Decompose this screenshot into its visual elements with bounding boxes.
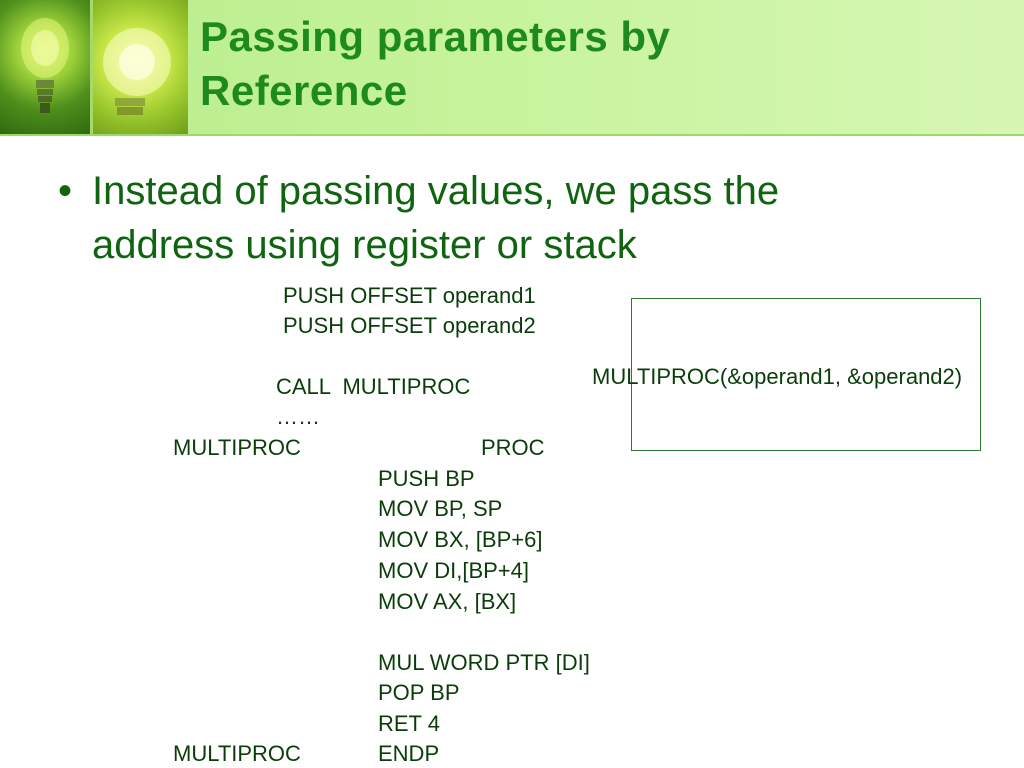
- code-ellipsis: ……: [276, 404, 320, 429]
- lightbulb-image-left: [0, 0, 90, 134]
- code-instruction: MOV BX, [BP+6]: [378, 527, 543, 552]
- slide-header: Passing parameters by Reference: [0, 0, 1024, 136]
- lightbulb-icon: [21, 18, 69, 113]
- glowing-bulb-icon: [103, 28, 171, 115]
- code-endp-name: MULTIPROC: [173, 741, 301, 766]
- code-call: CALL MULTIPROC: [276, 374, 471, 399]
- code-proc-name: MULTIPROC: [173, 435, 301, 460]
- code-instruction: PUSH BP: [378, 466, 475, 491]
- title-line-1: Passing parameters by: [200, 13, 671, 60]
- call-example-label: MULTIPROC(&operand1, &operand2): [592, 364, 963, 389]
- code-instruction: MOV DI,[BP+4]: [378, 558, 529, 583]
- code-instruction: MOV AX, [BX]: [378, 589, 517, 614]
- call-example-box: [631, 298, 981, 451]
- page-title: Passing parameters by Reference: [200, 10, 1000, 118]
- lightbulb-image-right: [93, 0, 188, 134]
- bullet-line-1: Instead of passing values, we pass the: [92, 169, 780, 213]
- bullet-line-2: address using register or stack: [92, 223, 637, 267]
- code-instruction: MUL WORD PTR [DI]: [378, 650, 590, 675]
- title-line-2: Reference: [200, 67, 408, 114]
- code-push-1: PUSH OFFSET operand1: [283, 283, 536, 308]
- code-endp-keyword: ENDP: [378, 741, 440, 766]
- code-instruction: POP BP: [378, 680, 460, 705]
- code-instruction: MOV BP, SP: [378, 496, 503, 521]
- header-divider: [90, 0, 93, 134]
- bullet-text: Instead of passing values, we pass the a…: [92, 164, 952, 272]
- bullet-icon: •: [58, 169, 73, 213]
- code-instruction: RET 4: [378, 711, 440, 736]
- code-push-2: PUSH OFFSET operand2: [283, 313, 536, 338]
- code-proc-keyword: PROC: [481, 435, 545, 460]
